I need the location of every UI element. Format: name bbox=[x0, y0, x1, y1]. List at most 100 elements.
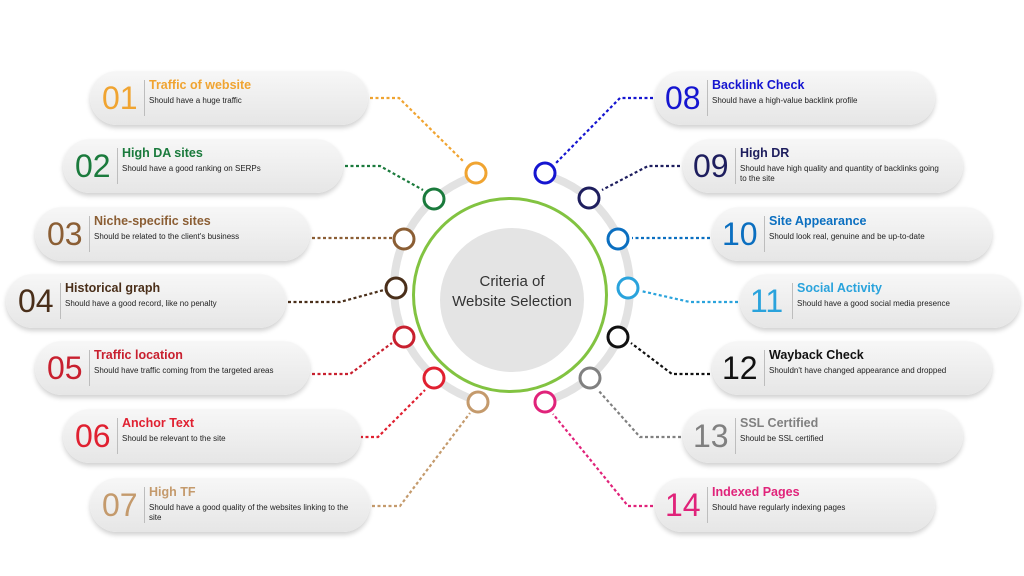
connector-05 bbox=[312, 342, 393, 376]
number-divider bbox=[707, 487, 708, 523]
connector-14 bbox=[552, 413, 653, 508]
center-title: Criteria of Website Selection bbox=[440, 272, 584, 312]
node-12 bbox=[606, 325, 630, 349]
criteria-number: 12 bbox=[722, 350, 758, 386]
criteria-number: 08 bbox=[665, 80, 701, 116]
criteria-description: Should be SSL certified bbox=[740, 434, 824, 443]
number-divider bbox=[117, 148, 118, 184]
number-divider bbox=[792, 283, 793, 319]
criteria-card-09: 09 High DR Should have high quality and qu… bbox=[683, 139, 963, 193]
node-10 bbox=[606, 227, 630, 251]
criteria-description: Should have a good social media presence bbox=[797, 299, 950, 308]
number-divider bbox=[764, 350, 765, 386]
criteria-title: High DA sites bbox=[122, 146, 203, 160]
node-02 bbox=[422, 187, 446, 211]
criteria-title: Backlink Check bbox=[712, 78, 805, 92]
criteria-description: Should have a good ranking on SERPs bbox=[122, 164, 261, 173]
number-divider bbox=[144, 80, 145, 116]
criteria-title: Indexed Pages bbox=[712, 485, 800, 499]
criteria-description: Should have a good record, like no penal… bbox=[65, 299, 217, 308]
node-07 bbox=[466, 390, 490, 414]
criteria-title: Traffic of website bbox=[149, 78, 252, 92]
criteria-description: Should have traffic coming from the targ… bbox=[94, 366, 274, 375]
node-11 bbox=[616, 276, 640, 300]
criteria-number: 07 bbox=[102, 487, 138, 523]
connector-04 bbox=[288, 288, 385, 304]
number-divider bbox=[764, 216, 765, 252]
criteria-description: Should look real, genuine and be up-to-d… bbox=[769, 232, 925, 241]
center-title-line1: Criteria of bbox=[479, 273, 545, 290]
connector-07 bbox=[372, 412, 471, 508]
number-divider bbox=[735, 418, 736, 454]
node-08 bbox=[533, 161, 557, 185]
connector-13 bbox=[597, 389, 681, 439]
criteria-title: Historical graph bbox=[65, 281, 161, 295]
criteria-description: Should have high quality and quantity of… bbox=[740, 164, 939, 183]
criteria-description: Should be related to the client's busine… bbox=[94, 232, 240, 241]
criteria-title: High DR bbox=[740, 146, 790, 160]
number-divider bbox=[735, 148, 736, 184]
criteria-title: Niche-specific sites bbox=[94, 214, 211, 228]
number-divider bbox=[707, 80, 708, 116]
criteria-title: SSL Certified bbox=[740, 416, 819, 430]
criteria-number: 10 bbox=[722, 216, 758, 252]
center-title-line2: Website Selection bbox=[452, 293, 572, 310]
node-01 bbox=[464, 161, 488, 185]
number-divider bbox=[60, 283, 61, 319]
criteria-description: Should be relevant to the site bbox=[122, 434, 226, 443]
criteria-number: 06 bbox=[75, 418, 111, 454]
criteria-description: Should have a high-value backlink profil… bbox=[712, 96, 858, 105]
node-05 bbox=[392, 325, 416, 349]
criteria-description: Should have a huge traffic bbox=[149, 96, 242, 105]
number-divider bbox=[89, 216, 90, 252]
criteria-number: 01 bbox=[102, 80, 138, 116]
criteria-number: 03 bbox=[47, 216, 83, 252]
criteria-title: High TF bbox=[149, 485, 196, 499]
node-13 bbox=[578, 366, 602, 390]
criteria-title: Traffic location bbox=[94, 348, 183, 362]
number-divider bbox=[89, 350, 90, 386]
connector-09 bbox=[601, 164, 680, 191]
criteria-description: Should have a good quality of the websit… bbox=[149, 503, 349, 522]
criteria-title: Wayback Check bbox=[769, 348, 864, 362]
node-04 bbox=[384, 276, 408, 300]
criteria-card-07: 07 High TF Should have a good quality of t… bbox=[90, 478, 370, 532]
connector-02 bbox=[345, 164, 424, 191]
criteria-number: 11 bbox=[750, 283, 784, 319]
center-hub-ring bbox=[412, 197, 608, 393]
node-09 bbox=[577, 186, 601, 210]
criteria-title: Anchor Text bbox=[122, 416, 194, 430]
number-divider bbox=[144, 487, 145, 523]
criteria-number: 04 bbox=[18, 283, 54, 319]
node-14 bbox=[533, 390, 557, 414]
connector-06 bbox=[360, 389, 426, 439]
node-06 bbox=[422, 366, 446, 390]
connector-01 bbox=[370, 96, 465, 163]
criteria-number: 09 bbox=[693, 148, 729, 184]
criteria-description: Should have regularly indexing pages bbox=[712, 503, 846, 512]
criteria-description: Shouldn't have changed appearance and dr… bbox=[769, 366, 947, 375]
criteria-number: 14 bbox=[665, 487, 701, 523]
criteria-number: 05 bbox=[47, 350, 83, 386]
criteria-number: 02 bbox=[75, 148, 111, 184]
criteria-title: Social Activity bbox=[797, 281, 882, 295]
connector-12 bbox=[630, 342, 710, 376]
number-divider bbox=[117, 418, 118, 454]
connector-08 bbox=[555, 96, 653, 164]
connector-11 bbox=[640, 289, 738, 304]
criteria-number: 13 bbox=[693, 418, 729, 454]
node-03 bbox=[392, 227, 416, 251]
